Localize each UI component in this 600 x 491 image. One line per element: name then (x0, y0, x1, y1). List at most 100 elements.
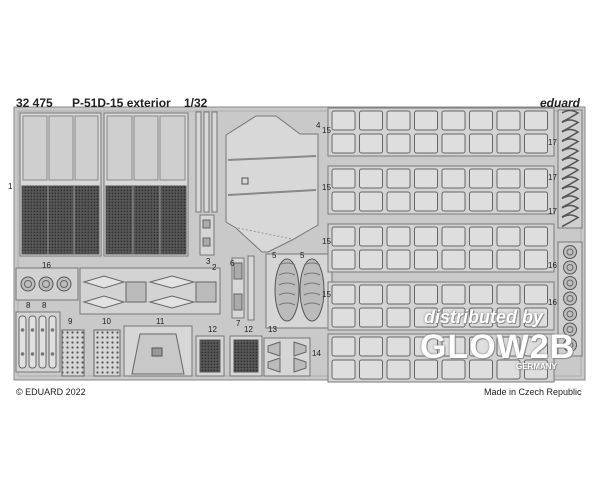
cover-cell (386, 249, 411, 270)
chain-link (561, 109, 580, 123)
part-number-label: 5 (300, 251, 305, 260)
cover-cell (496, 110, 521, 131)
cover-cell (386, 307, 411, 328)
part-10-plate (93, 329, 121, 377)
cover-cell (331, 110, 356, 131)
cover-cell (469, 226, 493, 247)
part-6-brackets (231, 257, 245, 319)
cover-cell (414, 249, 438, 270)
watermark-distributed: distributed by (424, 307, 544, 327)
cover-cell (441, 336, 466, 357)
kit-code: 32 475 (16, 96, 53, 110)
cover-cell (524, 284, 548, 305)
part-number-label: 11 (156, 317, 165, 326)
cover-cell (331, 191, 356, 212)
cover-cell (331, 133, 356, 154)
tab-hole (50, 328, 55, 332)
part-number-label: 4 (316, 121, 321, 130)
tab-hole (40, 328, 45, 332)
cover-cell (414, 110, 438, 131)
part-number-label: 14 (312, 349, 321, 358)
disc-inner (566, 279, 574, 287)
chain-link (561, 176, 580, 190)
part-number-label: 9 (68, 317, 73, 326)
disc (563, 338, 577, 352)
part-12-grilles (195, 335, 263, 377)
cover-cell (524, 359, 548, 380)
kit-scale: 1/32 (184, 96, 208, 110)
cover-cell (524, 249, 548, 270)
tab-hole (40, 352, 45, 356)
part-number-label: 10 (102, 317, 111, 326)
part-number-label: 7 (236, 319, 241, 328)
disc-inner (42, 280, 50, 288)
cover-cell (414, 226, 438, 247)
cover-cell (469, 110, 493, 131)
copyright-text: © EDUARD 2022 (16, 387, 86, 397)
origin-text: Made in Czech Republic (484, 387, 582, 397)
part-11-fairing (123, 325, 193, 377)
kit-title: P-51D-15 exterior (72, 96, 171, 110)
disc (563, 276, 577, 290)
part-3-brackets (199, 214, 215, 256)
cover-cell (331, 284, 356, 305)
cover-cell (331, 336, 356, 357)
cover-cell (441, 191, 466, 212)
part-number-label: 17 (548, 173, 557, 182)
tab (48, 315, 57, 369)
cover-cell (359, 168, 383, 189)
part-1-radiator-left (19, 112, 102, 257)
cover-cell (524, 191, 548, 212)
cover-cell (414, 284, 438, 305)
cover-cell (469, 284, 493, 305)
cover-cell (496, 226, 521, 247)
cover-cell (414, 307, 438, 328)
cover-cell (496, 133, 521, 154)
part-17-chain (557, 109, 583, 229)
cover-cell (496, 359, 521, 380)
chain-link (561, 147, 580, 161)
cover-cell (441, 110, 466, 131)
disc-inner (566, 295, 574, 302)
cover-cell (359, 110, 383, 131)
disc (20, 276, 36, 292)
part-8-tabs (15, 311, 61, 373)
tab-hole (30, 328, 35, 332)
cover-cell (386, 133, 411, 154)
part-16-discs (15, 241, 583, 357)
disc-inner (566, 248, 574, 256)
tab-hole (30, 352, 35, 356)
cover-cell (441, 359, 466, 380)
cover-cell (386, 226, 411, 247)
cover-cell (359, 226, 383, 247)
cover-cell (441, 284, 466, 305)
cover-cell (386, 110, 411, 131)
part-5-bulges (265, 253, 333, 329)
disc (38, 276, 54, 292)
disc-inner (566, 341, 574, 349)
chain-link (561, 128, 580, 142)
cover-cell (441, 133, 466, 154)
cover-cell (386, 359, 411, 380)
brand-logo: eduard (540, 96, 581, 110)
cover-cell (496, 284, 521, 305)
cover-cell (386, 284, 411, 305)
tab-hole (20, 352, 25, 356)
chain-link (561, 204, 580, 218)
part-number-label: 2 (212, 263, 217, 272)
part-number-label: 17 (548, 138, 557, 147)
cover-cell (496, 249, 521, 270)
cover-cell (386, 168, 411, 189)
chain-link (561, 195, 580, 209)
cover-cell (331, 226, 356, 247)
cover-cell (386, 336, 411, 357)
tab (18, 315, 27, 369)
part-number-label: 16 (548, 261, 557, 270)
part-number-label: 6 (230, 259, 235, 268)
cover-cell (524, 307, 548, 328)
part-number-label: 5 (272, 251, 277, 260)
cover-cell (331, 249, 356, 270)
part-number-label: 1 (8, 182, 13, 191)
cover-cell (414, 168, 438, 189)
